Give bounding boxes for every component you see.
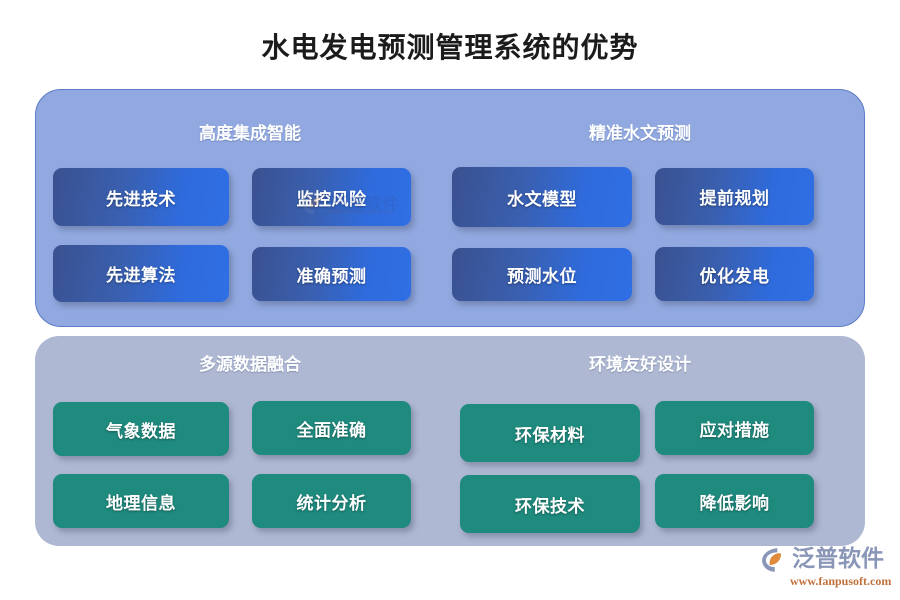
card-water-level-forecast[interactable]: 预测水位 bbox=[452, 248, 632, 301]
fanpu-logo-icon bbox=[762, 548, 782, 572]
card-meteorological-data[interactable]: 气象数据 bbox=[53, 402, 229, 456]
card-advance-planning[interactable]: 提前规划 bbox=[655, 168, 814, 225]
group-header-data-fusion: 多源数据融合 bbox=[199, 355, 301, 375]
group-header-integrated-intelligence: 高度集成智能 bbox=[199, 124, 301, 144]
card-eco-technology[interactable]: 环保技术 bbox=[460, 475, 640, 533]
card-accurate-forecast[interactable]: 准确预测 bbox=[252, 247, 411, 301]
brand-url: www.fanpusoft.com bbox=[790, 574, 892, 588]
card-statistical-analysis[interactable]: 统计分析 bbox=[252, 474, 411, 528]
card-risk-monitoring[interactable]: 监控风险 bbox=[252, 168, 411, 226]
brand-name: 泛普软件 bbox=[792, 546, 884, 572]
brand-row: 泛普软件 bbox=[760, 546, 884, 573]
card-advanced-algorithm[interactable]: 先进算法 bbox=[53, 245, 229, 302]
card-optimized-generation[interactable]: 优化发电 bbox=[655, 247, 814, 301]
card-eco-materials[interactable]: 环保材料 bbox=[460, 404, 640, 462]
page-title: 水电发电预测管理系统的优势 bbox=[261, 31, 639, 64]
group-header-eco-design: 环境友好设计 bbox=[589, 355, 691, 375]
card-response-measures[interactable]: 应对措施 bbox=[655, 401, 814, 455]
card-geographic-information[interactable]: 地理信息 bbox=[53, 474, 229, 528]
brand-logo: 泛普软件 www.fanpusoft.com bbox=[760, 546, 892, 592]
card-advanced-technology[interactable]: 先进技术 bbox=[53, 168, 229, 226]
group-header-hydrology-forecast: 精准水文预测 bbox=[589, 124, 691, 144]
card-comprehensive-accuracy[interactable]: 全面准确 bbox=[252, 401, 411, 455]
card-hydrology-model[interactable]: 水文模型 bbox=[452, 167, 632, 227]
card-impact-reduction[interactable]: 降低影响 bbox=[655, 474, 814, 528]
